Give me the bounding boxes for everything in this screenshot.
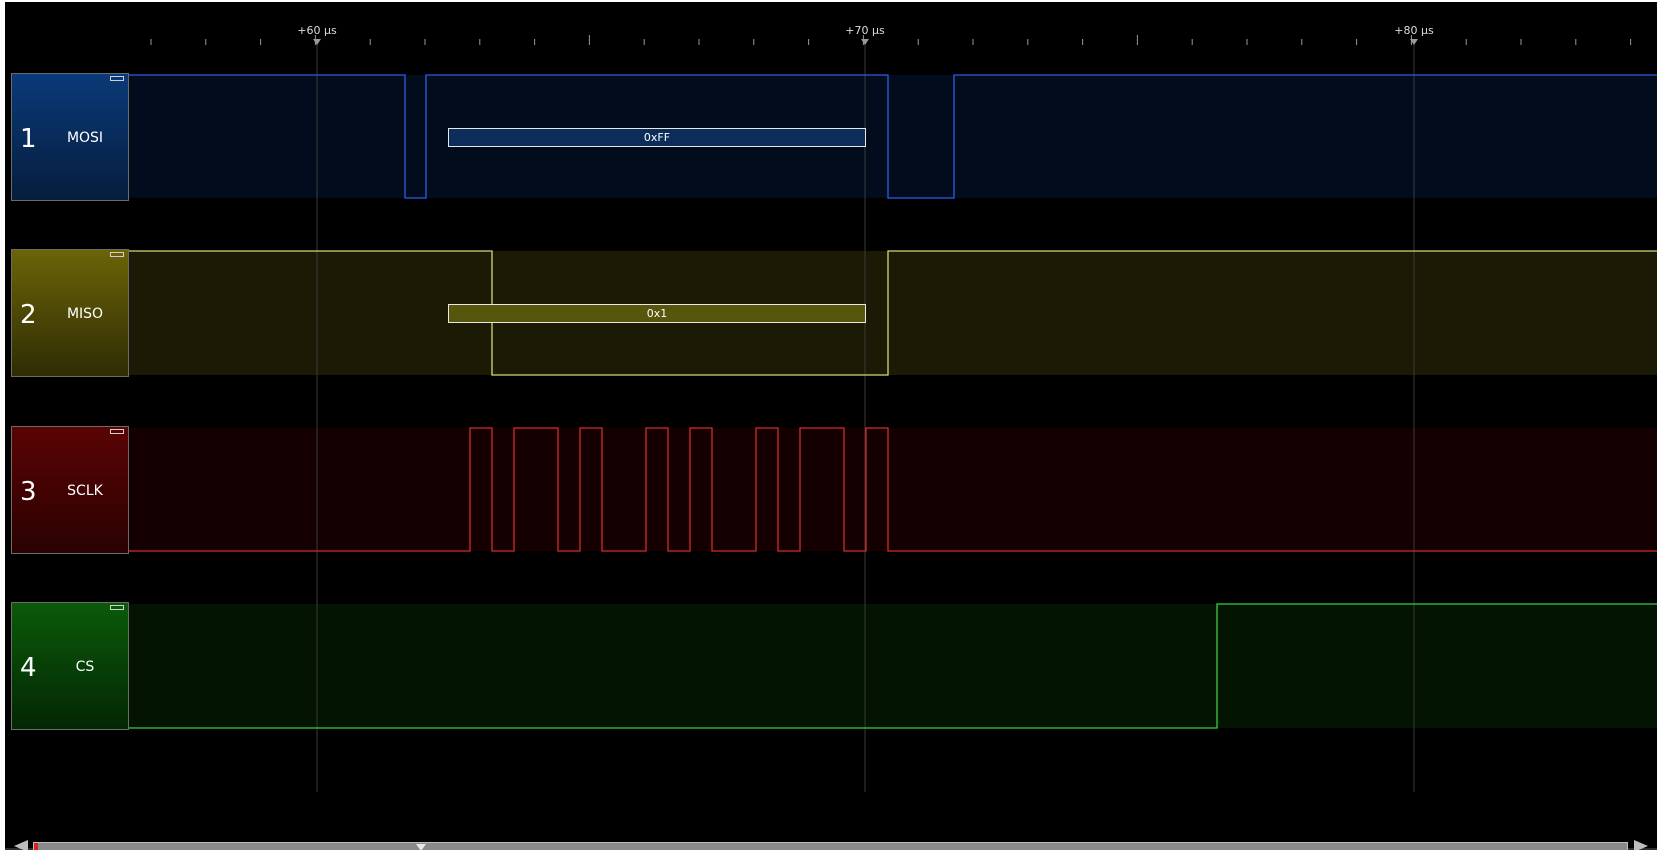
channel-1-collapse-button[interactable] [110,76,124,81]
channel-4-collapse-button[interactable] [110,605,124,610]
horizontal-scrollbar[interactable] [33,842,1628,850]
miso-trace [129,250,1657,376]
mosi-trace [129,74,1657,199]
channel-3-number: 3 [20,477,37,507]
miso-decode-box[interactable]: 0x1 [448,304,866,323]
waveform-canvas[interactable] [5,2,1657,850]
channel-1-number: 1 [20,124,37,154]
channel-4-panel[interactable]: 4 CS [11,602,129,730]
channel-3-name: SCLK [67,483,103,499]
triangle-right-icon[interactable] [1634,840,1648,850]
channel-3-panel[interactable]: 3 SCLK [11,426,129,554]
cs-trace [129,603,1657,729]
channel-4-name: CS [75,659,95,675]
time-marker-icon-2 [1410,39,1418,45]
time-label-80us: +80 µs [1394,24,1434,37]
channel-2-collapse-button[interactable] [110,252,124,257]
channel-4-number: 4 [20,653,37,683]
channel-1-lane [129,75,1657,198]
channel-4-lane [129,604,1657,728]
channel-2-number: 2 [20,300,37,330]
time-marker-icon-1 [861,39,869,45]
channel-2-name: MISO [66,306,104,322]
channel-1-panel[interactable]: 1 MOSI [11,73,129,201]
logic-analyzer-window: +60 µs +70 µs +80 µs 1 MOSI 2 MISO 3 SCL… [5,2,1657,850]
channel-3-lane [129,428,1657,551]
scrollbar-thumb[interactable] [34,843,38,850]
scroll-position-marker-icon[interactable] [416,844,426,850]
triangle-left-icon[interactable] [14,840,28,850]
channel-2-panel[interactable]: 2 MISO [11,249,129,377]
time-label-60us: +60 µs [297,24,337,37]
time-marker-icon-0 [313,39,321,45]
sclk-trace [129,427,1657,552]
channel-2-lane [129,251,1657,375]
channel-1-name: MOSI [66,130,104,146]
mosi-decode-box[interactable]: 0xFF [448,128,866,147]
channel-3-collapse-button[interactable] [110,429,124,434]
time-label-70us: +70 µs [845,24,885,37]
